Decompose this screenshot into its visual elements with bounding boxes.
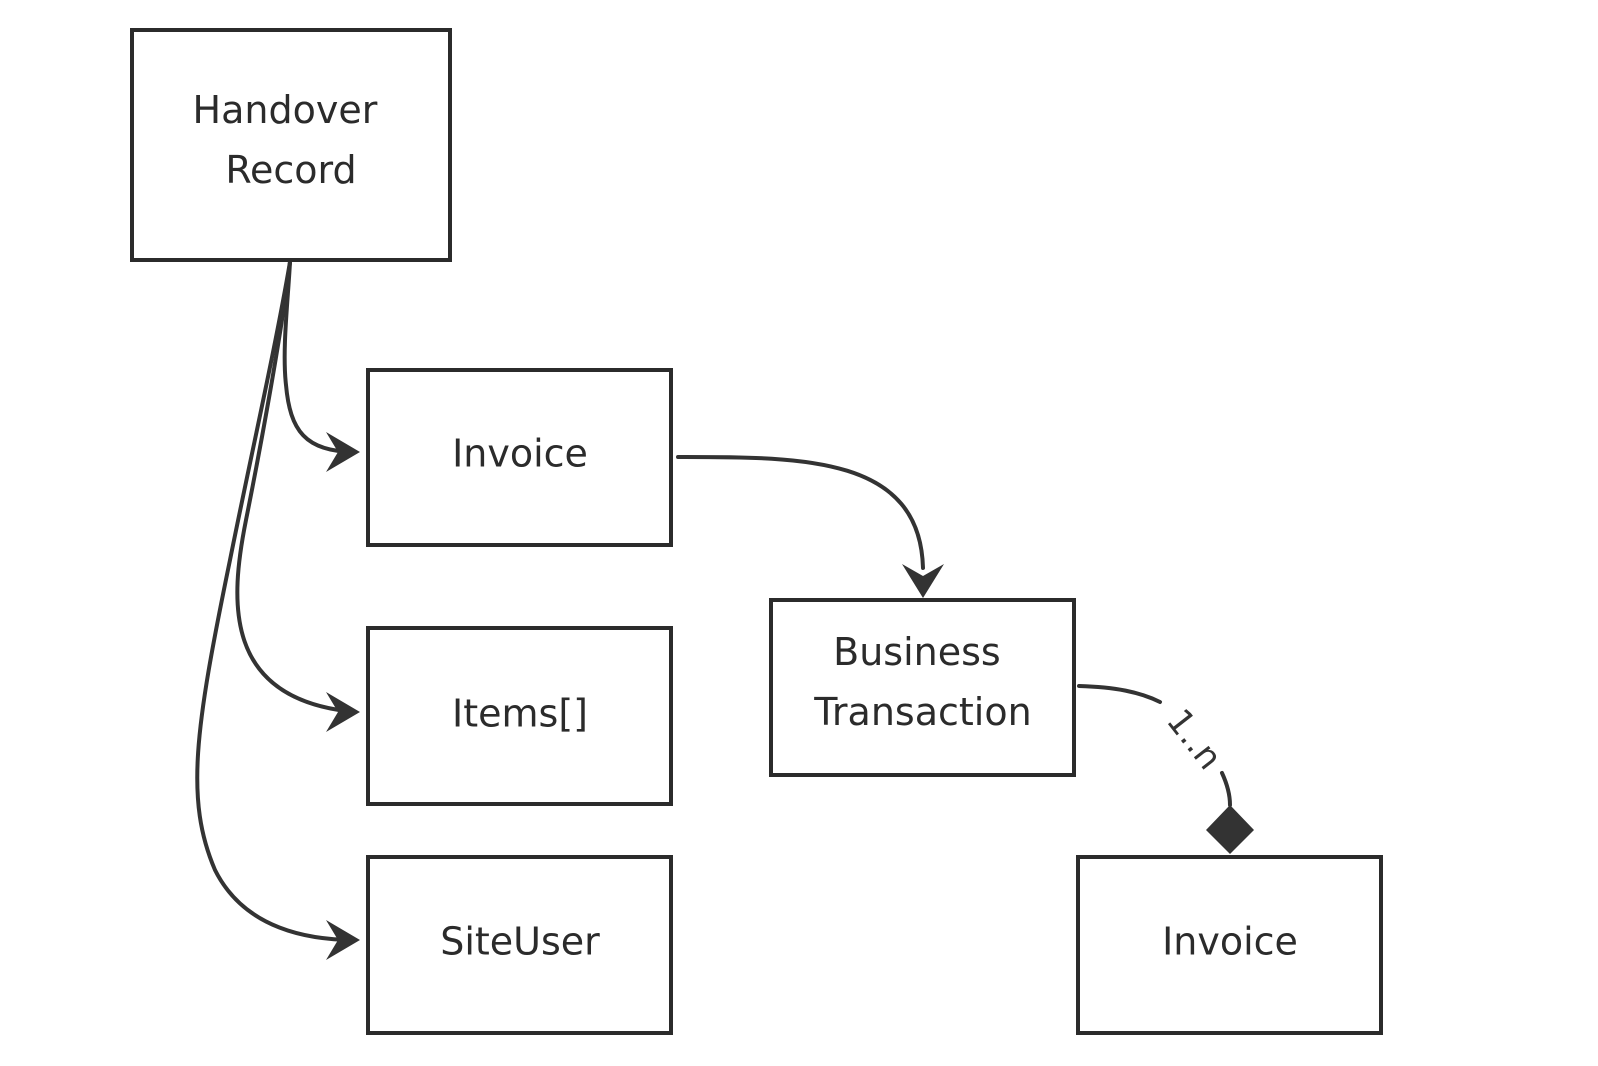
edge-label-multiplicity: 1..n bbox=[1158, 702, 1229, 778]
arrowhead-business bbox=[902, 564, 944, 598]
node-business-transaction[interactable]: Business Transaction bbox=[769, 598, 1076, 777]
node-items[interactable]: Items[] bbox=[366, 626, 673, 806]
node-invoice-bottom[interactable]: Invoice bbox=[1076, 855, 1383, 1035]
edge-business-to-invoice-left bbox=[1077, 684, 1162, 704]
composition-diamond bbox=[1206, 805, 1254, 854]
node-handover-record-line1: Handover bbox=[193, 88, 378, 132]
edge-handover-to-invoice bbox=[282, 260, 357, 454]
edge-invoice-to-business bbox=[676, 454, 925, 570]
node-business-transaction-line2: Transaction bbox=[813, 690, 1031, 734]
node-invoice-bottom-label: Invoice bbox=[1162, 920, 1298, 964]
node-handover-record-line2: Record bbox=[225, 148, 356, 192]
node-invoice-top[interactable]: Invoice bbox=[366, 368, 673, 547]
edge-handover-to-siteuser bbox=[195, 260, 357, 942]
node-items-label: Items[] bbox=[452, 692, 588, 736]
edge-handover-to-items bbox=[235, 260, 357, 714]
arrowhead-siteuser bbox=[326, 920, 360, 960]
node-invoice-top-label: Invoice bbox=[452, 432, 588, 476]
arrowhead-invoice-top bbox=[326, 432, 360, 472]
arrowhead-items bbox=[326, 692, 360, 732]
node-site-user[interactable]: SiteUser bbox=[366, 855, 673, 1035]
node-business-transaction-line1: Business bbox=[833, 630, 1001, 674]
svg-text:Handover Record: Handover Record bbox=[193, 88, 390, 192]
node-site-user-label: SiteUser bbox=[440, 920, 600, 964]
edge-business-to-invoice-right bbox=[1220, 771, 1232, 807]
node-handover-record[interactable]: Handover Record bbox=[130, 28, 452, 262]
svg-text:Business Transaction: Business Transaction bbox=[813, 630, 1031, 734]
